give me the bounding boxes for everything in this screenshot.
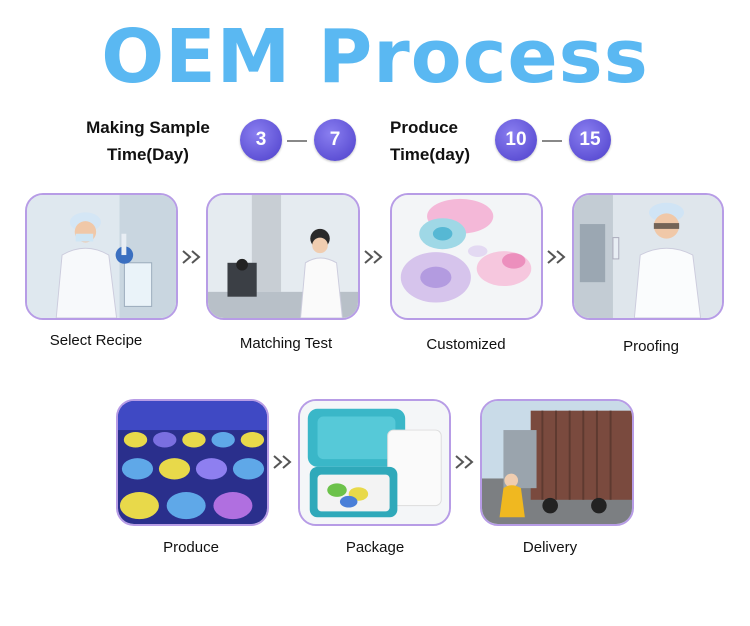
produce-time-label: Produce Time(day) — [390, 114, 490, 168]
matching-test-photo — [206, 193, 360, 320]
produce-max-badge: 15 — [569, 119, 611, 161]
step-caption-select-recipe: Select Recipe — [49, 332, 143, 349]
delivery-photo — [480, 399, 634, 526]
produce-min-badge: 10 — [495, 119, 537, 161]
produce-label-line2: Time(day) — [390, 145, 470, 164]
step-caption-customized: Customized — [426, 336, 506, 353]
select-recipe-photo — [25, 193, 178, 320]
page-title: OEM Process — [101, 14, 649, 100]
sample-label-line2: Time(Day) — [107, 145, 189, 164]
step-caption-package: Package — [345, 539, 405, 556]
double-chevron-right-icon — [182, 250, 201, 264]
double-chevron-right-icon — [273, 455, 292, 469]
step-caption-matching-test: Matching Test — [239, 335, 333, 352]
double-chevron-right-icon — [547, 250, 566, 264]
double-chevron-right-icon — [364, 250, 383, 264]
sample-time-label: Making Sample Time(Day) — [78, 114, 218, 168]
sample-dash — [287, 140, 307, 142]
step-caption-proofing: Proofing — [623, 338, 679, 355]
produce-photo — [116, 399, 269, 526]
step-caption-produce: Produce — [163, 539, 219, 556]
produce-label-line1: Produce — [390, 118, 459, 137]
proofing-photo — [572, 193, 724, 320]
produce-dash — [542, 140, 562, 142]
sample-label-line1: Making Sample — [86, 118, 210, 137]
sample-max-badge: 7 — [314, 119, 356, 161]
step-caption-delivery: Delivery — [522, 539, 578, 556]
double-chevron-right-icon — [455, 455, 474, 469]
package-photo — [298, 399, 451, 526]
sample-min-badge: 3 — [240, 119, 282, 161]
customized-photo — [390, 193, 543, 320]
